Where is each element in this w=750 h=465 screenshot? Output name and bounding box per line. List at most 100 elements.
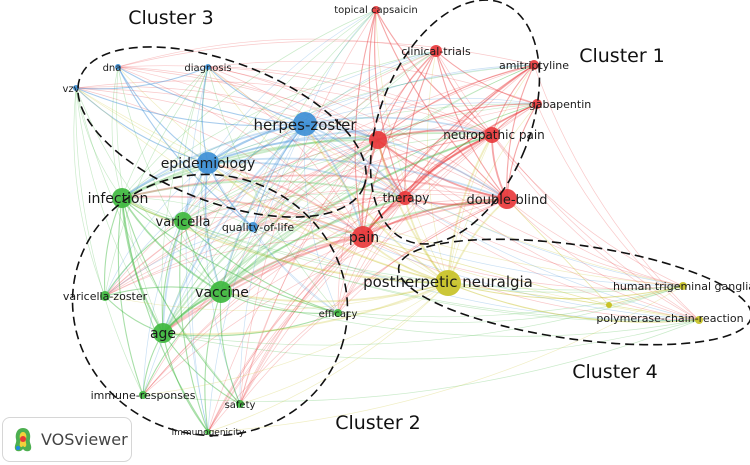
link-clinical-trials-vaccine: [220, 50, 437, 293]
node-varicella[interactable]: [174, 212, 192, 230]
label-vzv[interactable]: vzv: [62, 84, 79, 95]
link-neuropathic-pain-herpes-zoster: [304, 116, 493, 136]
label-epidemiology[interactable]: epidemiology: [161, 156, 256, 172]
label-efficacy[interactable]: efficacy: [319, 309, 358, 320]
link-c1-hub-dna: [117, 66, 379, 141]
node-pain[interactable]: [352, 226, 374, 248]
label-age[interactable]: age: [150, 326, 176, 342]
link-amitriptyline-age: [162, 64, 535, 334]
link-varicella-immunogenicity: [179, 220, 209, 433]
label-dna[interactable]: dna: [103, 63, 122, 74]
link-polymerase-chain-reaction-minor-node: [608, 304, 700, 321]
link-diagnosis-postherpetic-neuralgia: [207, 66, 449, 284]
node-herpes-zoster[interactable]: [293, 112, 317, 136]
label-quality-of-life[interactable]: quality-of-life: [222, 221, 295, 234]
label-neuropathic-pain[interactable]: neuropathic pain: [443, 128, 545, 142]
label-varicella-zoster[interactable]: varicella-zoster: [63, 290, 148, 303]
label-varicella[interactable]: varicella: [156, 215, 211, 230]
link-neuropathic-pain-diagnosis: [207, 66, 493, 136]
link-therapy-herpes-zoster: [304, 123, 406, 199]
node-vaccine[interactable]: [210, 281, 232, 303]
node-diagnosis[interactable]: [205, 64, 211, 70]
link-gabapentin-immunogenicity: [207, 103, 538, 433]
link-double-blind-efficacy: [337, 198, 508, 314]
link-gabapentin-diagnosis: [207, 61, 538, 105]
link-neuropathic-pain-immune-responses: [142, 134, 493, 396]
node-gabapentin[interactable]: [532, 99, 542, 109]
label-immune-responses[interactable]: immune-responses: [91, 389, 196, 402]
link-quality-of-life-infection: [121, 197, 254, 228]
node-age[interactable]: [153, 323, 173, 343]
link-varicella-varicella-zoster: [104, 220, 184, 297]
link-therapy-age: [162, 197, 406, 334]
label-infection[interactable]: infection: [88, 191, 149, 207]
link-vaccine-immune-responses: [142, 291, 222, 396]
link-herpes-zoster-immunogenicity: [207, 123, 306, 433]
link-dna-herpes-zoster: [117, 66, 306, 125]
label-vaccine[interactable]: vaccine: [195, 285, 249, 301]
label-amitriptyline[interactable]: amitriptyline: [499, 59, 569, 72]
brand-name: VOSviewer: [41, 430, 128, 449]
node-quality-of-life[interactable]: [248, 222, 258, 232]
link-double-blind-varicella: [182, 188, 508, 222]
node-human-trigeminal-ganglia[interactable]: [679, 282, 687, 290]
link-neuropathic-pain-vaccine: [220, 134, 493, 293]
label-herpes-zoster[interactable]: herpes-zoster: [253, 116, 357, 134]
link-diagnosis-immunogenicity: [185, 66, 209, 433]
link-c1-hub-safety: [239, 139, 379, 405]
node-immunogenicity[interactable]: [205, 429, 211, 435]
cluster-label-c2: Cluster 2: [335, 412, 421, 434]
label-human-trigeminal-ganglia[interactable]: human trigeminal ganglia: [613, 280, 750, 293]
link-neuropathic-pain-therapy: [404, 134, 493, 199]
link-diagnosis-varicella-zoster: [104, 66, 209, 297]
link-double-blind-safety: [239, 198, 508, 405]
cluster-boundary-c2: [71, 173, 349, 437]
link-neuropathic-pain-dna: [117, 65, 493, 136]
node-therapy[interactable]: [398, 191, 412, 205]
link-infection-vaccine: [121, 197, 222, 293]
link-double-blind-infection: [121, 174, 508, 200]
link-epidemiology-postherpetic-neuralgia: [207, 162, 449, 284]
node-postherpetic-neuralgia[interactable]: [435, 270, 461, 296]
node-double-blind[interactable]: [497, 189, 517, 209]
label-clinical-trials[interactable]: clinical-trials: [401, 45, 471, 58]
link-infection-polymerase-chain-reaction: [121, 197, 700, 321]
label-therapy[interactable]: therapy: [383, 191, 430, 205]
node-neuropathic-pain[interactable]: [484, 127, 500, 143]
link-herpes-zoster-postherpetic-neuralgia: [304, 123, 449, 284]
label-immunogenicity[interactable]: immunogenicity: [172, 428, 245, 438]
node-infection[interactable]: [112, 188, 132, 208]
link-therapy-double-blind: [404, 197, 508, 206]
link-neuropathic-pain-human-trigeminal-ganglia: [491, 134, 684, 287]
link-age-immunogenicity: [162, 332, 209, 433]
label-polymerase-chain-reaction[interactable]: polymerase-chain-reaction: [596, 312, 743, 325]
link-quality-of-life-efficacy: [252, 226, 339, 314]
node-safety[interactable]: [236, 400, 244, 408]
node-polymerase-chain-reaction[interactable]: [695, 316, 703, 324]
node-varicella-zoster[interactable]: [100, 291, 110, 301]
node-topical-capsaicin[interactable]: [372, 6, 380, 14]
label-pain[interactable]: pain: [349, 230, 379, 246]
link-diagnosis-age: [161, 66, 209, 334]
node-unlabeled-minor[interactable]: [606, 302, 612, 308]
label-postherpetic-neuralgia[interactable]: postherpetic neuralgia: [363, 273, 533, 291]
node-efficacy[interactable]: [334, 309, 342, 317]
link-c1-hub-immunogenicity: [207, 139, 379, 433]
link-c1-hub-human-trigeminal-ganglia: [377, 139, 684, 287]
label-diagnosis[interactable]: diagnosis: [184, 63, 231, 74]
label-gabapentin[interactable]: gabapentin: [529, 98, 592, 111]
link-double-blind-age: [162, 198, 508, 334]
label-double-blind[interactable]: double-blind: [467, 193, 548, 208]
node-clinical-trials[interactable]: [430, 45, 442, 57]
node-amitriptyline[interactable]: [529, 60, 539, 70]
label-safety[interactable]: safety: [225, 400, 256, 411]
node-dna[interactable]: [115, 64, 121, 70]
node-epidemiology[interactable]: [197, 152, 219, 174]
link-infection-varicella-zoster: [104, 197, 123, 297]
link-varicella-age: [162, 220, 184, 334]
link-c1-hub-double-blind: [377, 139, 508, 200]
label-topical-capsaicin[interactable]: topical capsaicin: [334, 5, 417, 16]
node-immune-responses[interactable]: [139, 391, 147, 399]
link-therapy-varicella: [182, 193, 406, 222]
